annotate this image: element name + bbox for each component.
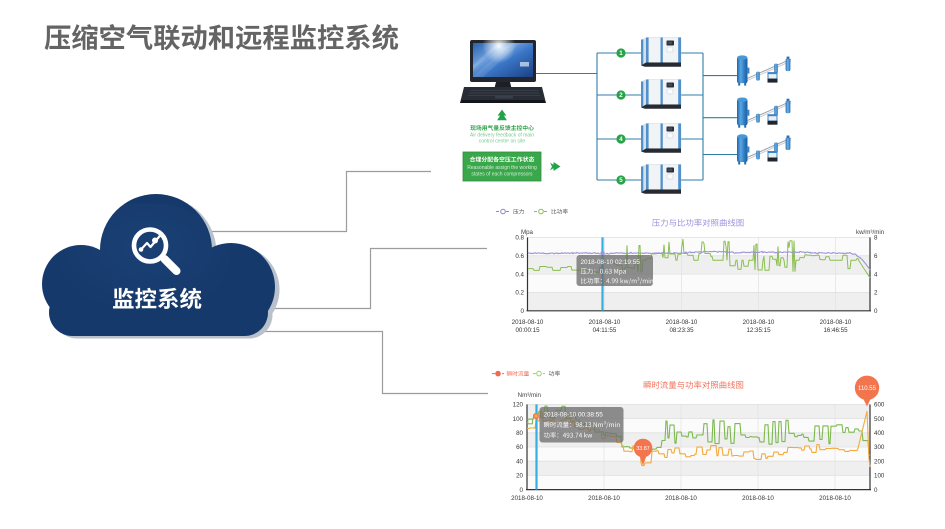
svg-text:200: 200 (874, 458, 885, 465)
svg-text:2018-08-10: 2018-08-10 (511, 495, 543, 502)
svg-text:2018-08-10: 2018-08-10 (742, 495, 774, 502)
svg-text:0.6: 0.6 (515, 253, 524, 260)
svg-text:04:11:55: 04:11:55 (593, 327, 617, 334)
svg-text:2018-08-10: 2018-08-10 (588, 495, 620, 502)
svg-text:0: 0 (874, 308, 878, 315)
svg-text:8: 8 (874, 235, 878, 242)
svg-text:00:00:15: 00:00:15 (515, 327, 540, 334)
svg-text:2: 2 (874, 290, 878, 297)
svg-text:0.8: 0.8 (515, 235, 524, 242)
svg-text:2018-08-10: 2018-08-10 (819, 495, 851, 502)
svg-text:control center on site: control center on site (479, 139, 526, 145)
svg-text:2018-08-10: 2018-08-10 (666, 319, 698, 326)
svg-text:33.87: 33.87 (636, 446, 650, 452)
svg-text:4: 4 (874, 271, 878, 278)
svg-text:1: 1 (619, 50, 623, 57)
svg-text:120: 120 (513, 402, 524, 409)
svg-text:2018-08-10: 2018-08-10 (665, 495, 697, 502)
svg-text:6: 6 (874, 253, 878, 260)
svg-text:0: 0 (874, 487, 878, 494)
svg-text:2018-08-10: 2018-08-10 (589, 319, 621, 326)
svg-text:Reasonable assign the working: Reasonable assign the working (467, 165, 537, 171)
svg-text:2018-08-10 00:38:55: 2018-08-10 00:38:55 (544, 412, 604, 419)
svg-text:100: 100 (874, 473, 885, 480)
svg-text:500: 500 (874, 416, 885, 423)
svg-text:2018-08-10: 2018-08-10 (820, 319, 852, 326)
svg-text:5: 5 (619, 177, 623, 184)
svg-text:400: 400 (874, 430, 885, 437)
svg-text:08:23:35: 08:23:35 (669, 327, 694, 334)
svg-text:110.55: 110.55 (858, 386, 877, 392)
svg-text:states of each compressors: states of each compressors (471, 172, 533, 178)
svg-text:Air delivery feedback of main: Air delivery feedback of main (470, 133, 534, 139)
svg-text:300: 300 (874, 444, 885, 451)
svg-text:kw/m³/min: kw/m³/min (856, 229, 885, 236)
svg-text:0: 0 (520, 487, 524, 494)
svg-text:0.4: 0.4 (515, 271, 524, 278)
svg-text:16:46:55: 16:46:55 (823, 327, 848, 334)
svg-text:60: 60 (516, 444, 523, 451)
svg-text:12:35:15: 12:35:15 (746, 327, 771, 334)
svg-text:600: 600 (874, 402, 885, 409)
svg-text:Nm³/min: Nm³/min (518, 392, 542, 399)
svg-text:2018-08-10: 2018-08-10 (512, 319, 544, 326)
svg-text:0.2: 0.2 (515, 290, 524, 297)
svg-text:40: 40 (516, 458, 523, 465)
svg-text:0: 0 (521, 308, 525, 315)
svg-text:4: 4 (619, 136, 623, 143)
svg-text:80: 80 (516, 430, 523, 437)
svg-text:20: 20 (516, 473, 523, 480)
svg-text:100: 100 (513, 416, 524, 423)
svg-text:2018-08-10: 2018-08-10 (743, 319, 775, 326)
svg-text:Mpa: Mpa (521, 229, 534, 236)
svg-text:2018-08-10 02:19:55: 2018-08-10 02:19:55 (581, 259, 641, 266)
svg-text:2: 2 (619, 92, 623, 99)
